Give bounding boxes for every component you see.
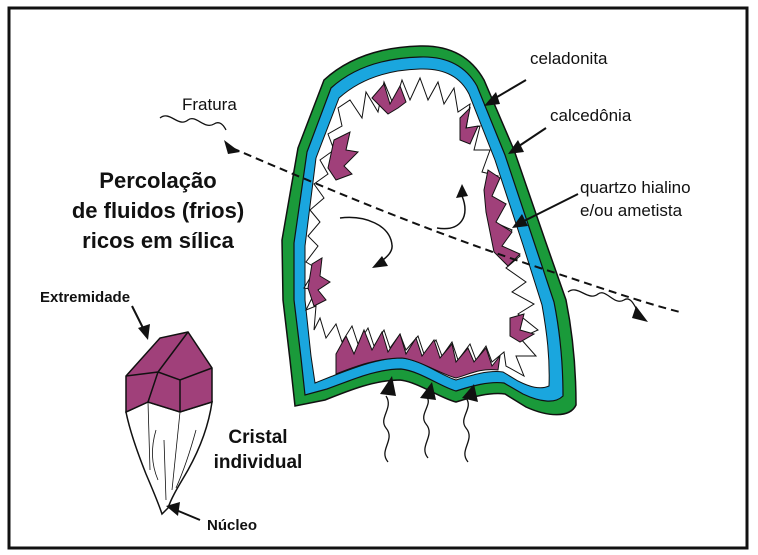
crystal-termination [126, 332, 212, 412]
individual-crystal [126, 332, 212, 514]
label-core: Núcleo [207, 517, 257, 534]
label-celadonite: celadonita [530, 49, 608, 68]
fracture-arrow-in [224, 140, 240, 154]
fracture-wavy-in [160, 116, 226, 130]
percolation-line1: Percolação [99, 168, 216, 193]
label-crystal-line1: Cristal [228, 427, 287, 448]
percolation-line3: ricos em sílica [82, 228, 234, 253]
crystal-prism [126, 402, 212, 514]
fracture-wavy-out [568, 290, 638, 312]
leader-tip-head [138, 324, 150, 340]
leader-tip [132, 306, 144, 330]
percolation-line2: de fluidos (frios) [72, 198, 244, 223]
label-crystal-line2: individual [214, 452, 303, 473]
label-quartz-line2: e/ou ametista [580, 201, 683, 220]
leader-core [176, 510, 200, 520]
geode [282, 46, 576, 415]
label-chalcedony: calcedônia [550, 106, 632, 125]
fracture-arrow-out [632, 306, 648, 322]
label-fracture: Fratura [182, 95, 237, 114]
label-tip: Extremidade [40, 289, 130, 306]
percolation-arrows [384, 396, 469, 462]
label-quartz-line1: quartzo hialino [580, 178, 691, 197]
